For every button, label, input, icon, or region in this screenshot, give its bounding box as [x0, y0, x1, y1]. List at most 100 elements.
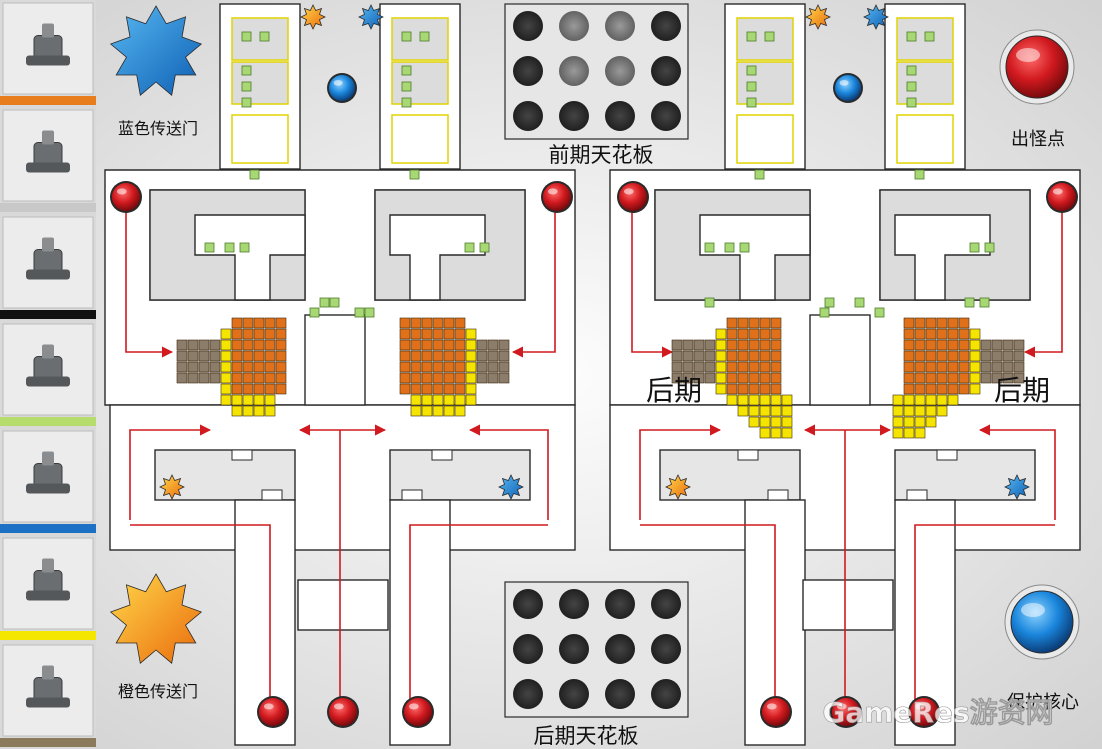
monster-spawn-point-shine — [836, 703, 847, 710]
trap-cell — [1013, 372, 1025, 384]
trap-cell — [421, 339, 433, 351]
monster-path — [639, 424, 722, 520]
green-tile — [854, 297, 865, 308]
trap-cell — [947, 383, 959, 395]
trap-cell — [770, 416, 782, 428]
trap-cell — [231, 317, 243, 329]
trap-cell — [726, 394, 738, 406]
monster-spawn-point — [404, 698, 432, 726]
trap-cell — [958, 339, 970, 351]
monster-spawn-point-shine — [263, 703, 274, 710]
trap-cell — [209, 339, 221, 351]
monster-spawn-point-shine — [333, 703, 344, 710]
green-tile — [319, 297, 330, 308]
green-tile — [874, 307, 885, 318]
green-tile — [924, 31, 935, 42]
legend-monster-spawn-label: 出怪点 — [1011, 129, 1065, 150]
trap-grid-4 — [892, 317, 1025, 439]
trap-cell — [410, 317, 422, 329]
trap-cell — [737, 339, 749, 351]
trap-cell — [925, 317, 937, 329]
late-label-left: 后期 — [646, 374, 702, 407]
trap-cell — [242, 405, 254, 417]
trap-cell — [410, 383, 422, 395]
trap-grid-1 — [176, 317, 287, 417]
trap-cell — [242, 361, 254, 373]
orange-portal-star — [805, 4, 831, 30]
green-tile — [364, 307, 375, 318]
green-tile — [704, 297, 715, 308]
trap-cell — [498, 339, 510, 351]
trap-cell — [914, 339, 926, 351]
trap-cell — [421, 328, 433, 340]
ceiling-hole — [513, 101, 543, 131]
tower-color-band — [0, 524, 96, 533]
monster-path — [125, 210, 174, 358]
trap-cell — [421, 383, 433, 395]
trap-cell — [454, 383, 466, 395]
tower-card-bg — [2, 2, 94, 95]
trap-grid-3 — [671, 317, 793, 439]
trap-cell — [958, 328, 970, 340]
corridor-tiles-2 — [391, 17, 449, 180]
trap-cell — [454, 361, 466, 373]
trap-cell — [443, 394, 455, 406]
trap-cell — [465, 361, 477, 373]
trap-cell — [187, 361, 199, 373]
monster-path — [468, 424, 549, 520]
ceiling-hole — [513, 634, 543, 664]
trap-cell — [770, 317, 782, 329]
trap-cell — [748, 372, 760, 384]
trap-cell — [231, 372, 243, 384]
trap-cell — [264, 339, 276, 351]
trap-cell — [421, 350, 433, 362]
trap-cell — [925, 394, 937, 406]
monster-spawn-point — [329, 698, 357, 726]
trap-cell — [220, 383, 232, 395]
tower-base — [26, 55, 70, 66]
trap-cell — [498, 350, 510, 362]
trap-cell — [671, 361, 683, 373]
trap-cell — [220, 372, 232, 384]
trap-cell — [682, 361, 694, 373]
trap-cell — [704, 372, 716, 384]
bottom-block-right — [802, 579, 894, 631]
monster-spawn-point — [259, 698, 287, 726]
tower-card — [0, 644, 96, 747]
trap-cell — [925, 328, 937, 340]
green-tile — [964, 297, 975, 308]
trap-cell — [454, 372, 466, 384]
trap-cell — [759, 317, 771, 329]
trap-cell — [969, 339, 981, 351]
green-tile — [819, 307, 830, 318]
green-tile — [224, 242, 235, 253]
wall-notch — [767, 489, 789, 501]
green-tile — [249, 169, 260, 180]
trap-cell — [737, 405, 749, 417]
trap-cell — [220, 339, 232, 351]
monster-spawn-point — [619, 183, 647, 211]
green-tile — [354, 307, 365, 318]
trap-cell — [253, 361, 265, 373]
tower-base — [26, 376, 70, 387]
trap-cell — [958, 361, 970, 373]
trap-cell — [1013, 339, 1025, 351]
trap-cell — [220, 361, 232, 373]
trap-cell — [264, 383, 276, 395]
tower-head — [42, 665, 54, 680]
trap-cell — [770, 328, 782, 340]
trap-cell — [737, 317, 749, 329]
trap-cell — [759, 427, 771, 439]
trap-cell — [748, 317, 760, 329]
trap-cell — [242, 383, 254, 395]
green-tile — [401, 81, 412, 92]
trap-cell — [903, 328, 915, 340]
trap-cell — [991, 372, 1003, 384]
early-ceiling-label: 前期天花板 — [549, 143, 654, 167]
trap-cell — [410, 405, 422, 417]
trap-cell — [264, 361, 276, 373]
trap-cell — [748, 416, 760, 428]
trap-cell — [671, 350, 683, 362]
ceiling-hole — [559, 589, 589, 619]
